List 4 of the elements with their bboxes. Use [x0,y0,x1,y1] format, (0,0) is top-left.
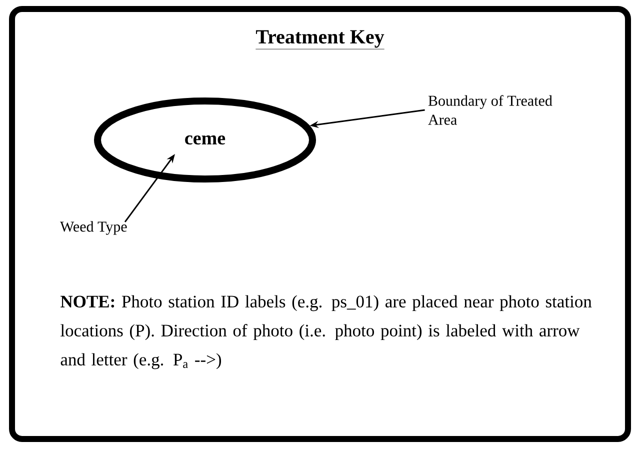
note-text: NOTE: Photo station ID labels (e.g. ps_01) are placed near photo station locations (P). Direction of photo (i.e. photo point) is labeled with arrow and letter (e.g. P$_{a}$ -->) [60,295,592,370]
annotation-text: Weed Type [60,221,127,235]
annotation-text: Boundary of Treated Area [428,95,552,125]
title: Treatment Key [255,30,385,50]
